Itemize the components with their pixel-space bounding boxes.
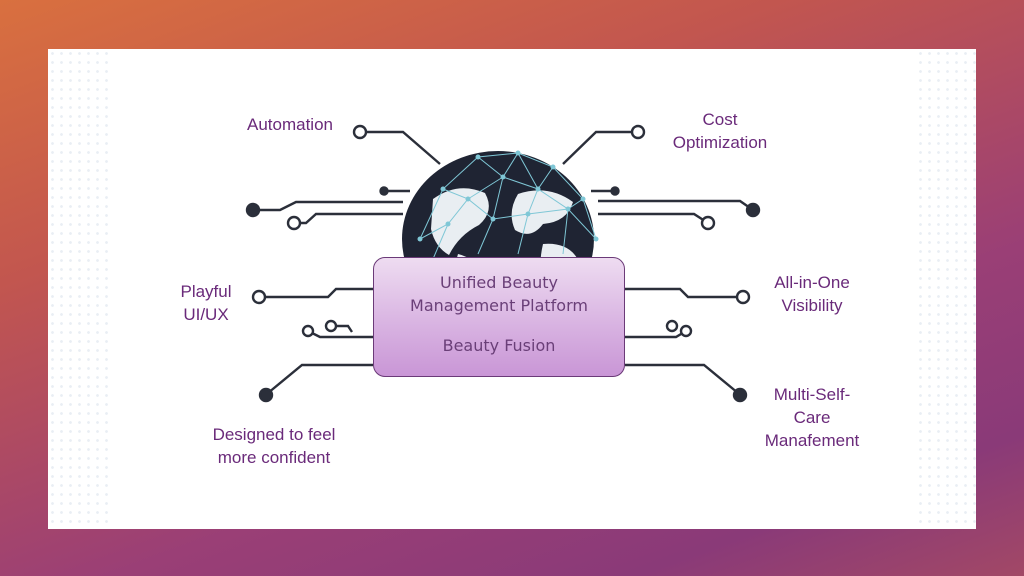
platform-subtitle: Beauty Fusion	[442, 336, 556, 355]
label-cost-optimization: Cost Optimization	[672, 110, 768, 152]
circuit-nodes	[245, 124, 761, 403]
dot-pattern-left	[48, 49, 108, 529]
platform-box: Unified Beauty Management Platform Beaut…	[373, 257, 625, 377]
platform-title: Unified Beauty Management Platform	[410, 273, 588, 315]
label-designed-confident: Designed to feel more confident	[212, 425, 336, 467]
network-mesh-icon	[417, 150, 599, 260]
circuit-lines-icon	[257, 130, 754, 394]
slide-card: Automation Cost Optimization Playful UI/…	[48, 49, 976, 529]
label-multi-self-care: Multi-Self- Care Manafement	[764, 385, 860, 450]
label-automation: Automation	[247, 115, 333, 134]
label-all-in-one: All-in-One Visibility	[774, 273, 850, 315]
label-playful-ui: Playful UI/UX	[180, 282, 232, 324]
dot-pattern-right	[916, 49, 976, 529]
